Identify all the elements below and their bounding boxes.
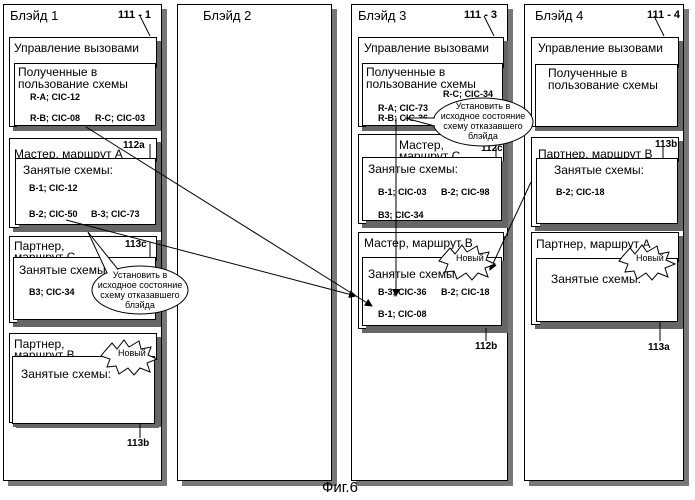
callout-1-line3: схему отказавшего xyxy=(96,290,184,300)
b3-ref-leader xyxy=(484,16,494,36)
new-badge-b3-text: Новый xyxy=(456,253,484,264)
b4-ref-leader xyxy=(654,16,664,36)
b1-ref-leader xyxy=(140,16,150,36)
new-badge-b1-text: Новый xyxy=(118,348,146,359)
callout-2-line2: исходное состояние xyxy=(438,111,528,121)
figure-caption: Фиг.6 xyxy=(322,479,358,496)
callout-1-line1: Установить в xyxy=(96,270,184,280)
callout-2-text: Установить в исходное состояние схему от… xyxy=(438,101,528,141)
callout-2-line4: блэйда xyxy=(438,131,528,141)
callout-1-line2: исходное состояние xyxy=(96,280,184,290)
new-badge-b4-text: Новый xyxy=(636,253,664,264)
callout-2-line1: Установить в xyxy=(438,101,528,111)
callout-1-text: Установить в исходное состояние схему от… xyxy=(96,270,184,310)
callout-2-line3: схему отказавшего xyxy=(438,121,528,131)
arrow-b4-to-b3 xyxy=(490,182,531,270)
callout-1-line4: блэйда xyxy=(96,300,184,310)
